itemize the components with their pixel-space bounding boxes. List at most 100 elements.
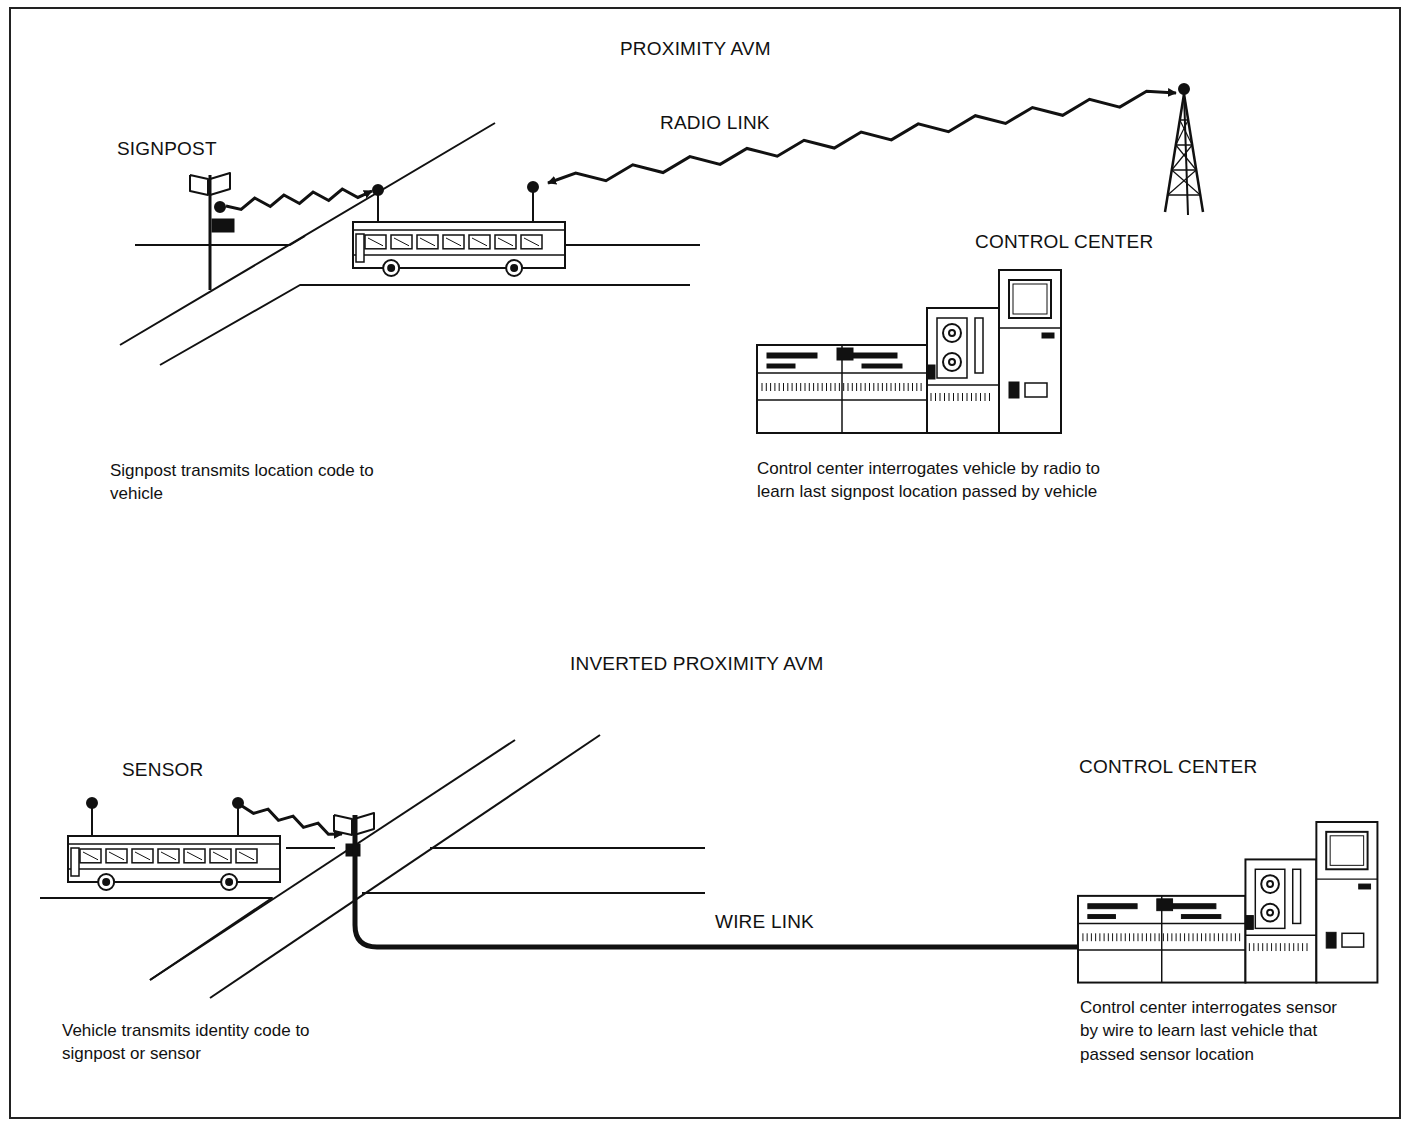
- button: [1025, 383, 1047, 397]
- heading-label: SENSOR: [122, 757, 203, 783]
- screen: [1326, 832, 1367, 869]
- window-mark: [213, 852, 228, 860]
- bus-window: [391, 235, 412, 249]
- vent: [848, 383, 849, 391]
- vent: [1142, 933, 1143, 941]
- indicator: [927, 365, 935, 379]
- bus-window: [80, 849, 101, 863]
- cabinet-line: [1245, 935, 1316, 936]
- tower-brace: [1176, 144, 1192, 146]
- heading-label: RADIO LINK: [660, 110, 770, 136]
- vent: [856, 383, 857, 391]
- vent: [1180, 933, 1181, 941]
- tape-reel: [943, 324, 961, 342]
- reel-hub: [1267, 881, 1273, 887]
- vent: [1302, 943, 1303, 951]
- vent: [839, 383, 840, 391]
- vent: [766, 383, 767, 391]
- tower-brace: [1168, 170, 1197, 195]
- control-console: [1078, 822, 1377, 983]
- tape-cabinet: [927, 308, 999, 433]
- vent: [903, 383, 904, 391]
- reel-hub: [949, 330, 955, 336]
- slot: [847, 353, 897, 358]
- sign-plate: [210, 173, 230, 195]
- vent: [1099, 933, 1100, 941]
- sign-plate: [334, 815, 352, 835]
- wheel: [221, 874, 237, 890]
- slot: [1088, 915, 1116, 919]
- slot: [1042, 333, 1054, 338]
- indicator: [837, 348, 853, 360]
- vent: [980, 393, 981, 401]
- vent: [971, 393, 972, 401]
- window-mark: [109, 852, 124, 860]
- vent: [921, 383, 922, 391]
- signpost: [190, 173, 230, 195]
- vent: [805, 383, 806, 391]
- vent: [962, 393, 963, 401]
- indicator: [1245, 916, 1253, 930]
- bus-window: [236, 849, 257, 863]
- note-text: Vehicle transmits identity code to signp…: [62, 1019, 332, 1066]
- vent: [835, 383, 836, 391]
- window-mark: [498, 238, 513, 246]
- vent: [1209, 933, 1210, 941]
- bus-body: [68, 836, 280, 882]
- tape-reel: [1261, 904, 1279, 922]
- vent: [1129, 933, 1130, 941]
- vent: [843, 383, 844, 391]
- hub: [103, 879, 109, 885]
- vent: [852, 383, 853, 391]
- vent: [1293, 943, 1294, 951]
- vent: [949, 393, 950, 401]
- vent: [985, 393, 986, 401]
- bus-roofline: [353, 229, 565, 231]
- vent: [1121, 933, 1122, 941]
- window-mark: [239, 852, 254, 860]
- bus-window: [443, 235, 464, 249]
- vent: [1280, 943, 1281, 951]
- tape-slot: [975, 318, 983, 373]
- tower-brace: [1172, 169, 1196, 171]
- wire-link: [355, 815, 1080, 947]
- radio-tower: [1165, 84, 1203, 215]
- slot: [1359, 884, 1371, 889]
- reel-hub: [949, 359, 955, 365]
- slot: [767, 353, 817, 358]
- antenna-tip: [528, 182, 538, 192]
- window-mark: [420, 238, 435, 246]
- vent: [912, 383, 913, 391]
- vent: [1258, 943, 1259, 951]
- desk: [757, 345, 927, 433]
- vent: [1226, 933, 1227, 941]
- road-edge: [135, 236, 305, 245]
- note-text: Control center interrogates vehicle by r…: [757, 457, 1102, 504]
- tape-panel: [937, 318, 967, 378]
- vent: [770, 383, 771, 391]
- vent: [1146, 933, 1147, 941]
- window-mark: [524, 238, 539, 246]
- bus-window: [417, 235, 438, 249]
- vent: [1218, 933, 1219, 941]
- terminal-cabinet: [999, 270, 1061, 433]
- terminal-cabinet: [1316, 822, 1377, 983]
- heading-label: WIRE LINK: [715, 909, 814, 935]
- vent: [1253, 943, 1254, 951]
- vent: [1091, 933, 1092, 941]
- antenna-tip: [87, 798, 97, 808]
- tower-brace: [1172, 145, 1192, 170]
- bus-door: [71, 848, 79, 876]
- vent: [1112, 933, 1113, 941]
- bus-roofline: [68, 843, 280, 845]
- wheel: [383, 260, 399, 276]
- vent: [1201, 933, 1202, 941]
- road-edge: [40, 898, 272, 980]
- vent: [1307, 943, 1308, 951]
- vent: [1104, 933, 1105, 941]
- vent: [944, 393, 945, 401]
- hub: [511, 265, 517, 271]
- vent: [908, 383, 909, 391]
- tower-brace: [1180, 119, 1188, 121]
- vent: [1133, 933, 1134, 941]
